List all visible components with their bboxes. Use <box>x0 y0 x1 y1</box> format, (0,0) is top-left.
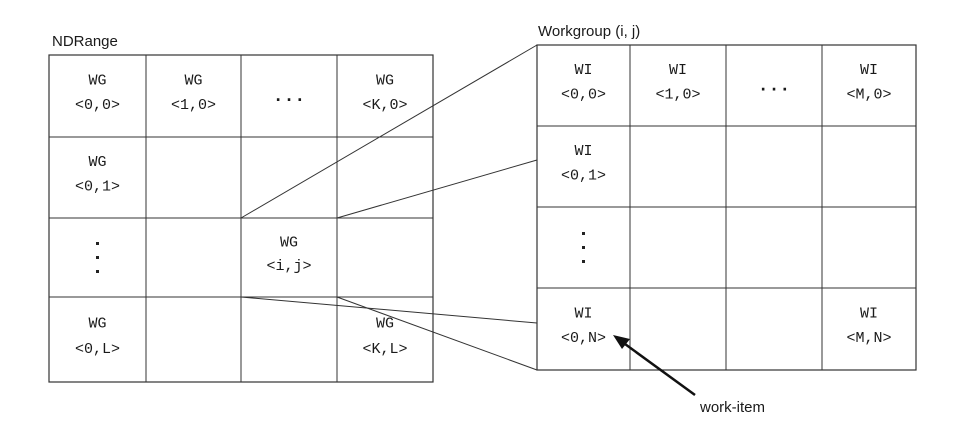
ndrange-cell-label: WG <box>88 316 106 333</box>
connector-line-bottom <box>336 296 538 371</box>
ndrange-cell: ... <box>273 87 305 107</box>
ndrange-cell: WG <K,0> <box>362 73 407 115</box>
ndrange-cell-label: WG <box>376 316 394 333</box>
connector-lines <box>240 44 538 371</box>
workgroup-cell-label: WI <box>669 62 687 79</box>
ndrange-cell-label: WG <box>376 73 394 90</box>
workgroup-cell-index: <0,N> <box>561 330 606 347</box>
workgroup-cell-label: WI <box>860 306 878 323</box>
ndrange-cell-label: WG <box>88 73 106 90</box>
workgroup-cell-index: <0,1> <box>561 167 606 184</box>
workgroup-cell-index: <M,N> <box>846 330 891 347</box>
workgroup-grid: WI<0,0>WI<1,0>...WI<M,0>WI<0,1>:WI<0,N>W… <box>536 44 917 371</box>
workgroup-cell-label: WI <box>574 62 592 79</box>
workgroup-vertical-ellipsis-dot <box>582 232 585 235</box>
work-item-label: work-item <box>699 399 765 416</box>
connector-line-top <box>240 44 538 219</box>
workgroup-cell: ... <box>758 77 790 97</box>
workgroup-cell-label: WI <box>574 306 592 323</box>
ndrange-cell: : <box>96 242 99 273</box>
work-item-arrow <box>613 335 696 397</box>
connector-line-upper <box>336 159 538 219</box>
ndrange-title: NDRange <box>52 33 118 50</box>
ndrange-cell: WG <i,j> <box>266 234 311 275</box>
ndrange-cell-index: <K,L> <box>362 341 407 358</box>
workgroup-cell: WI <M,N> <box>846 306 891 348</box>
ndrange-cell: WG <0,1> <box>75 154 120 195</box>
workgroup-cell-label: WI <box>574 143 592 160</box>
workgroup-cell-index: <0,0> <box>561 86 606 103</box>
workgroup-ellipsis: ... <box>758 77 790 97</box>
ndrange-ellipsis: ... <box>273 87 305 107</box>
ndrange-vertical-ellipsis-dot <box>96 242 99 245</box>
ndrange-cell: WG <0,0> <box>75 73 120 115</box>
ndrange-cell: WG <1,0> <box>171 73 216 115</box>
ndrange-cell-index: <0,L> <box>75 341 120 358</box>
workgroup-cell: WI <0,0> <box>561 62 606 103</box>
ndrange-cell-label: WG <box>88 154 106 171</box>
workgroup-cell: WI <0,1> <box>561 143 606 184</box>
ndrange-vertical-ellipsis-dot <box>96 270 99 273</box>
workgroup-cell: WI <0,N> <box>561 306 606 348</box>
workgroup-cell-label: WI <box>860 62 878 79</box>
ndrange-vertical-ellipsis-dot <box>96 256 99 259</box>
workgroup-cell: WI <M,0> <box>846 62 891 103</box>
connector-line-lower <box>240 296 538 324</box>
workgroup-cell-index: <1,0> <box>655 86 700 103</box>
ndrange-cell-label: WG <box>184 73 202 90</box>
ndrange-cell-index: <i,j> <box>266 258 311 275</box>
ndrange-cell-index: <0,0> <box>75 97 120 114</box>
ndrange-cell-label: WG <box>280 234 298 251</box>
ndrange-cell-index: <1,0> <box>171 97 216 114</box>
ndrange-cell-index: <K,0> <box>362 97 407 114</box>
workgroup-vertical-ellipsis-dot <box>582 260 585 263</box>
workgroup-cell: WI <1,0> <box>655 62 700 103</box>
workgroup-title: Workgroup (i, j) <box>538 23 640 40</box>
workgroup-cell-index: <M,0> <box>846 86 891 103</box>
ndrange-cell-index: <0,1> <box>75 178 120 195</box>
workgroup-vertical-ellipsis-dot <box>582 246 585 249</box>
ndrange-grid: WG<0,0>WG<1,0>...WG<K,0>WG<0,1>:WG<i,j>W… <box>48 54 434 383</box>
ndrange-cell: WG <0,L> <box>75 316 120 359</box>
ndrange-cell: WG <K,L> <box>362 316 407 359</box>
workgroup-cell: : <box>582 232 585 263</box>
